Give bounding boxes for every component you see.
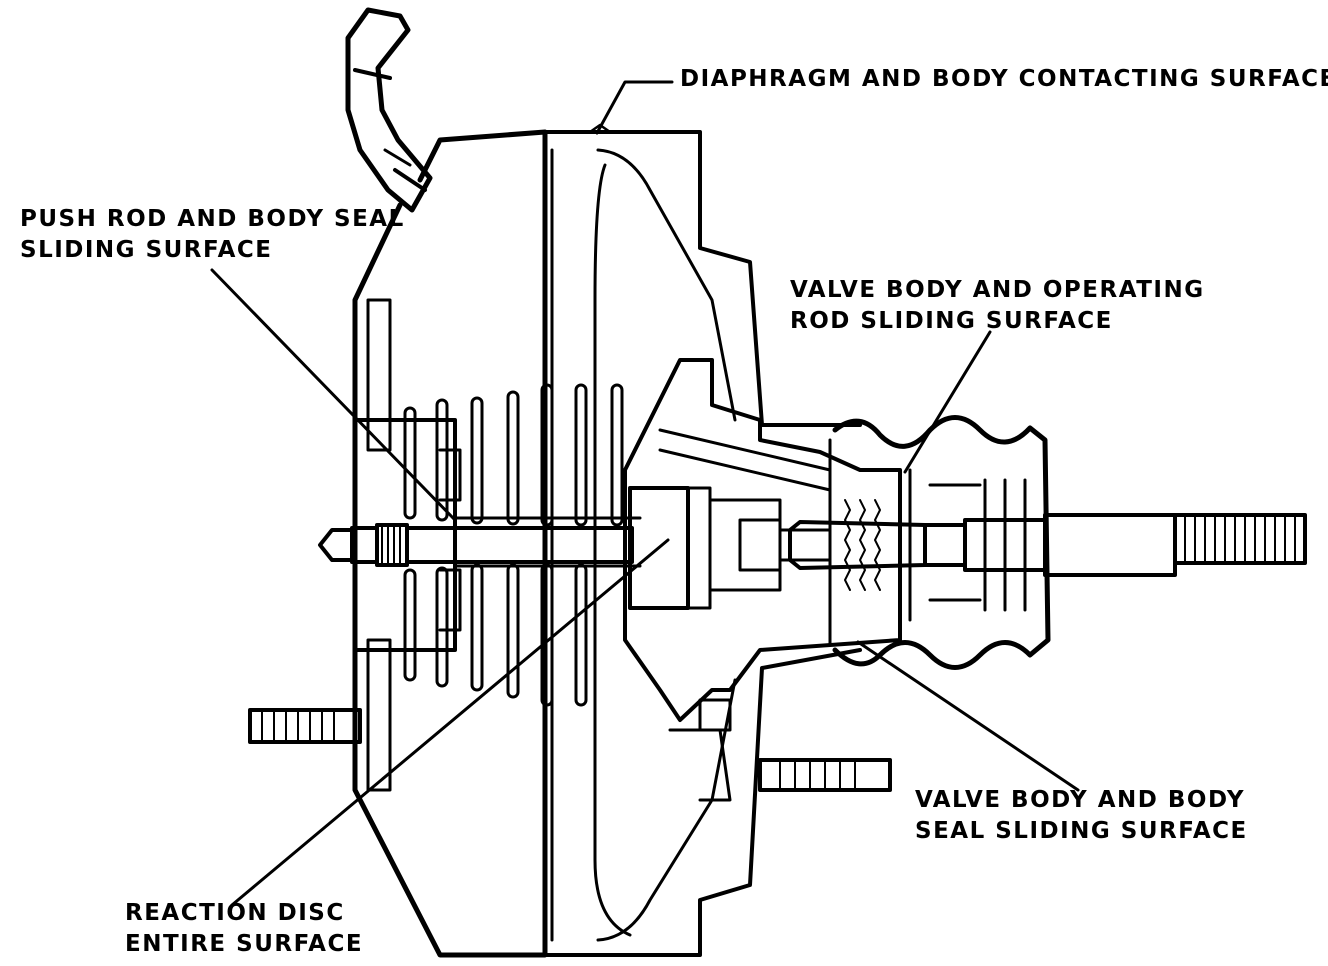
operating-rod — [788, 513, 1307, 577]
return-spring — [403, 383, 642, 707]
leader-valve-operating — [903, 330, 992, 474]
label-line: ENTIRE SURFACE — [125, 931, 364, 957]
leader-push-rod — [210, 268, 457, 522]
push-rod — [318, 523, 634, 567]
leader-reaction-disc — [230, 538, 670, 907]
label-line: VALVE BODY AND BODY — [915, 787, 1246, 813]
label-reaction-disc-surface: REACTION DISC ENTIRE SURFACE — [125, 898, 363, 960]
label-line: DIAPHRAGM AND BODY CONTACTING SURFACE — [680, 66, 1328, 92]
valve-body — [623, 358, 902, 802]
label-line: PUSH ROD AND BODY SEAL — [20, 206, 405, 232]
label-line: REACTION DISC — [125, 900, 345, 926]
leader-valve-seal — [856, 640, 1080, 792]
rear-boot — [828, 415, 1051, 670]
label-push-rod-seal-surface: PUSH ROD AND BODY SEAL SLIDING SURFACE — [20, 204, 405, 266]
vacuum-hose — [345, 7, 433, 213]
front-stud — [248, 708, 362, 744]
leader-diaphragm — [595, 80, 674, 135]
label-valve-operating-rod-surface: VALVE BODY AND OPERATING ROD SLIDING SUR… — [790, 275, 1205, 337]
label-line: ROD SLIDING SURFACE — [790, 308, 1113, 334]
label-line: VALVE BODY AND OPERATING — [790, 277, 1205, 303]
leader-lines — [210, 80, 1080, 907]
rear-stud — [758, 758, 892, 792]
booster-shell-front — [352, 123, 862, 958]
label-line: SEAL SLIDING SURFACE — [915, 818, 1248, 844]
label-valve-body-seal-surface: VALVE BODY AND BODY SEAL SLIDING SURFACE — [915, 785, 1248, 847]
label-diaphragm-contacting-surface: DIAPHRAGM AND BODY CONTACTING SURFACE — [680, 64, 1328, 95]
label-line: SLIDING SURFACE — [20, 237, 273, 263]
